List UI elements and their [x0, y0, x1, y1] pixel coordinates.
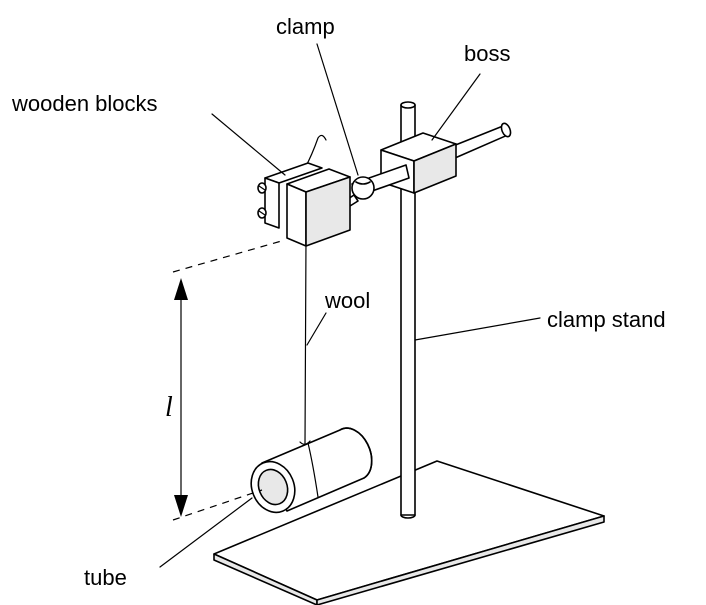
length-dimension — [172, 239, 286, 521]
leader-tube — [159, 497, 253, 568]
leader-wool — [306, 312, 327, 346]
tube — [250, 427, 373, 514]
boss — [380, 122, 512, 194]
stand-rod — [400, 101, 416, 519]
label-length-symbol: l — [165, 392, 173, 423]
leader-lines — [159, 43, 541, 568]
label-clamp: clamp — [276, 14, 335, 39]
leader-clamp-stand — [414, 317, 541, 341]
leader-wooden-blocks — [211, 113, 286, 176]
label-tube: tube — [84, 565, 127, 590]
leader-clamp — [316, 43, 359, 176]
label-wooden-blocks: wooden blocks — [11, 91, 158, 116]
label-wool: wool — [324, 288, 370, 313]
leader-boss — [431, 73, 481, 141]
base-plate — [213, 460, 605, 605]
wooden-blocks — [257, 134, 351, 247]
label-boss: boss — [464, 41, 510, 66]
wool-thread — [299, 237, 311, 445]
label-clamp-stand: clamp stand — [547, 307, 666, 332]
